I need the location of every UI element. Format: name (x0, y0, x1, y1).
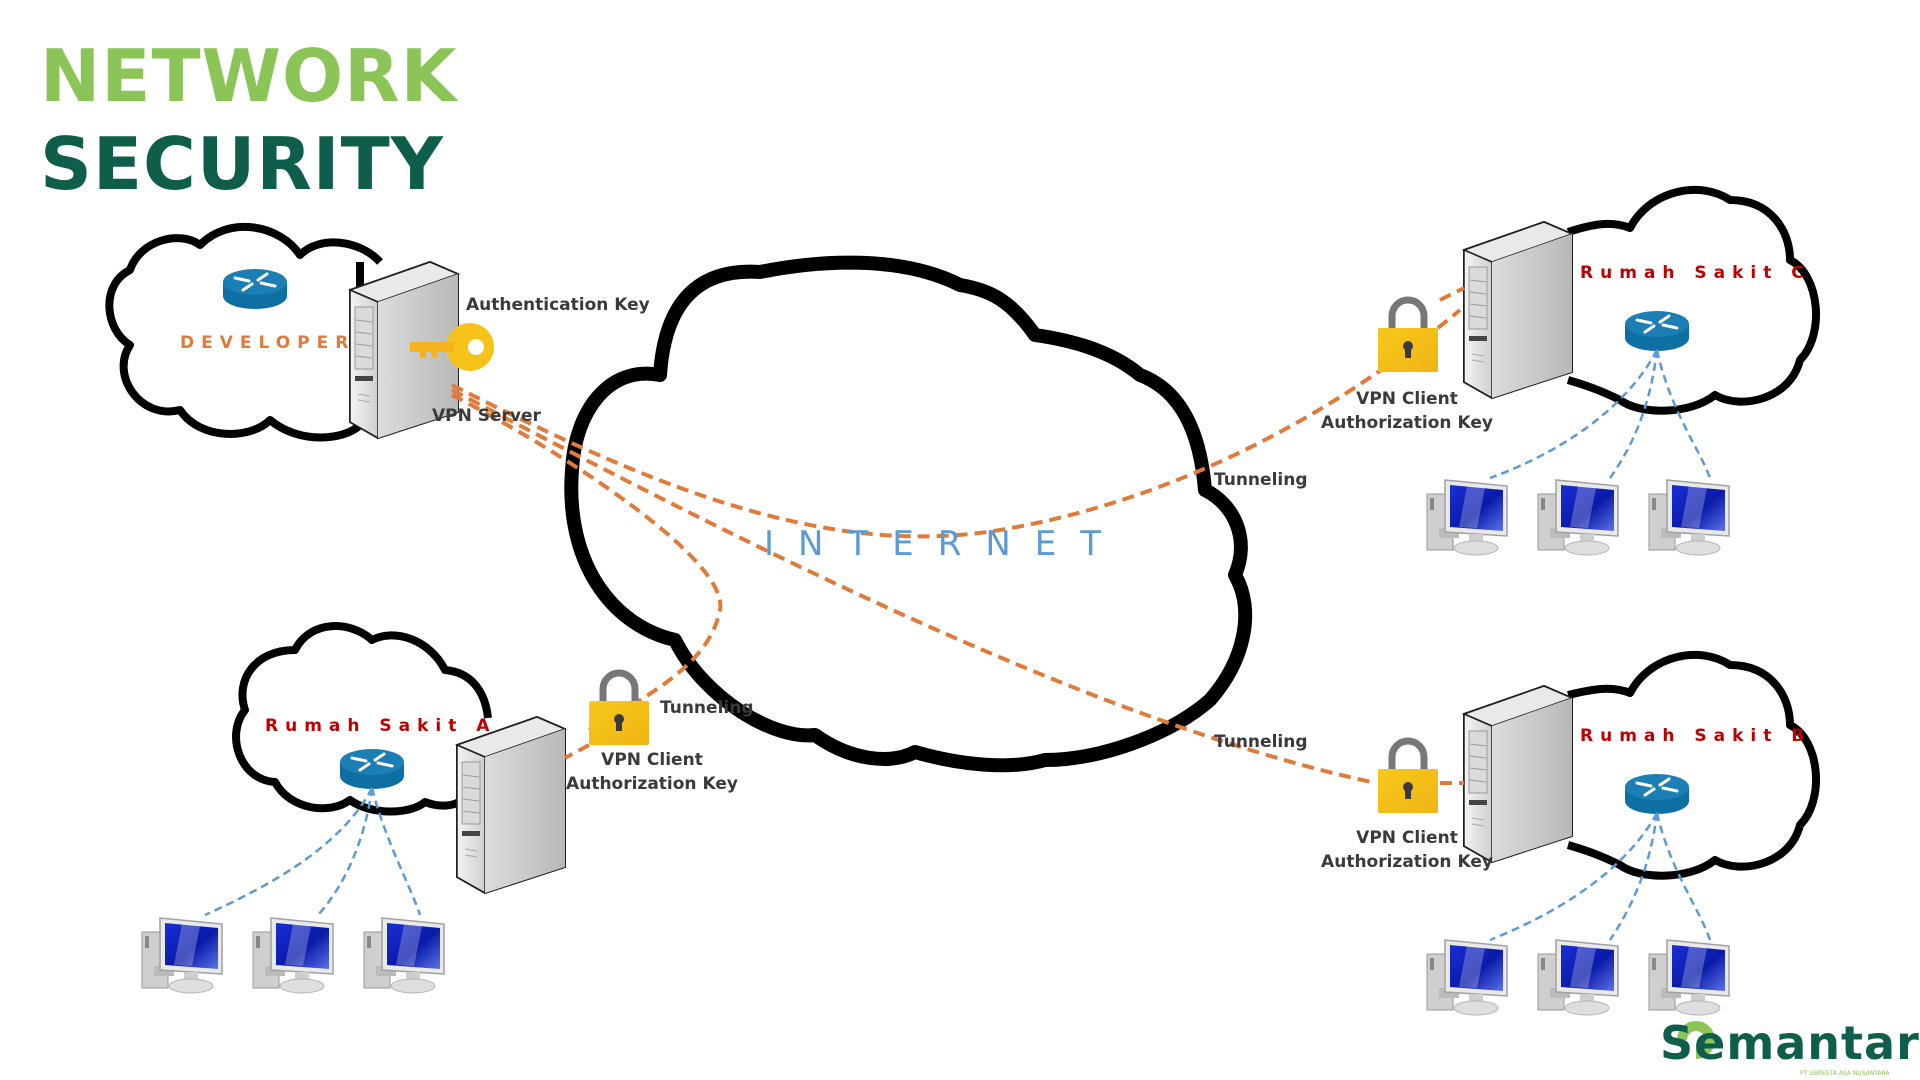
site-a-client-label: VPN Client Authorization Key (566, 748, 738, 796)
site-c-name: Rumah Sakit C (1580, 263, 1811, 283)
site-a-router-icon (338, 747, 406, 791)
title-line-2: SECURITY (40, 122, 444, 206)
site-c-workstation-icon (1537, 479, 1619, 556)
site-b-client-label-line2: Authorization Key (1321, 852, 1493, 872)
site-a-client-label-line1: VPN Client (601, 750, 703, 770)
site-a-client-label-line2: Authorization Key (566, 774, 738, 794)
site-b-workstation-icon (1648, 939, 1730, 1016)
site-b-name: Rumah Sakit B (1580, 726, 1812, 746)
site-c-client-label-line1: VPN Client (1356, 389, 1458, 409)
developer-cloud (105, 222, 383, 442)
site-a-cloud (232, 622, 492, 816)
site-c-lock-icon (1378, 300, 1438, 372)
developer-router-icon (221, 267, 289, 311)
site-a-tunnel-label: Tunneling (660, 698, 754, 718)
vpn-tunnels (451, 286, 1465, 785)
tunnel-to-site-b (451, 388, 1377, 785)
semantara-logo-mark-icon (1677, 1021, 1715, 1059)
site-b-client-label-line1: VPN Client (1356, 828, 1458, 848)
site-b-workstation-icon (1537, 939, 1619, 1016)
site-a-workstation-icon (141, 917, 223, 994)
semantara-logo-subtitle: PT SEMESTA ASA NUSANTARA (1800, 1070, 1890, 1077)
site-c-cloud (1566, 185, 1820, 415)
site-b-tunnel-label: Tunneling (1214, 732, 1308, 752)
title-line-1: NETWORK (40, 34, 458, 118)
tunnel-to-site-a-end (564, 743, 590, 760)
site-b-cloud (1566, 650, 1820, 880)
vpn-server-label: VPN Server (432, 406, 541, 426)
site-b-lock-icon (1378, 741, 1438, 813)
site-c-tunnel-label: Tunneling (1214, 470, 1308, 490)
site-a-workstation-icon (252, 917, 334, 994)
site-c-router-icon (1623, 309, 1691, 353)
site-b-workstation-icon (1426, 939, 1508, 1016)
site-c-client-label: VPN Client Authorization Key (1321, 387, 1493, 435)
site-a-name: Rumah Sakit A (265, 716, 497, 736)
site-a-server-icon (456, 716, 566, 894)
tunnel-site-c-link (1439, 286, 1465, 302)
site-a-workstation-icon (363, 917, 445, 994)
site-c-server-icon (1463, 221, 1573, 399)
internet-label: INTERNET (764, 524, 1126, 564)
tunnel-to-site-c (451, 308, 1462, 539)
authentication-key-label: Authentication Key (466, 295, 650, 315)
authentication-key-icon (410, 323, 494, 371)
site-c-workstation-icon (1426, 479, 1508, 556)
site-b-router-icon (1623, 772, 1691, 816)
site-b-client-label: VPN Client Authorization Key (1321, 826, 1493, 874)
site-a-lock-icon (589, 673, 649, 745)
lan-links (204, 349, 1712, 942)
site-c-workstation-icon (1648, 479, 1730, 556)
developer-label: DEVELOPER (180, 333, 356, 353)
site-c-client-label-line2: Authorization Key (1321, 413, 1493, 433)
semantara-logo-text: Semantara (1660, 1016, 1920, 1070)
internet-cloud (564, 255, 1253, 773)
